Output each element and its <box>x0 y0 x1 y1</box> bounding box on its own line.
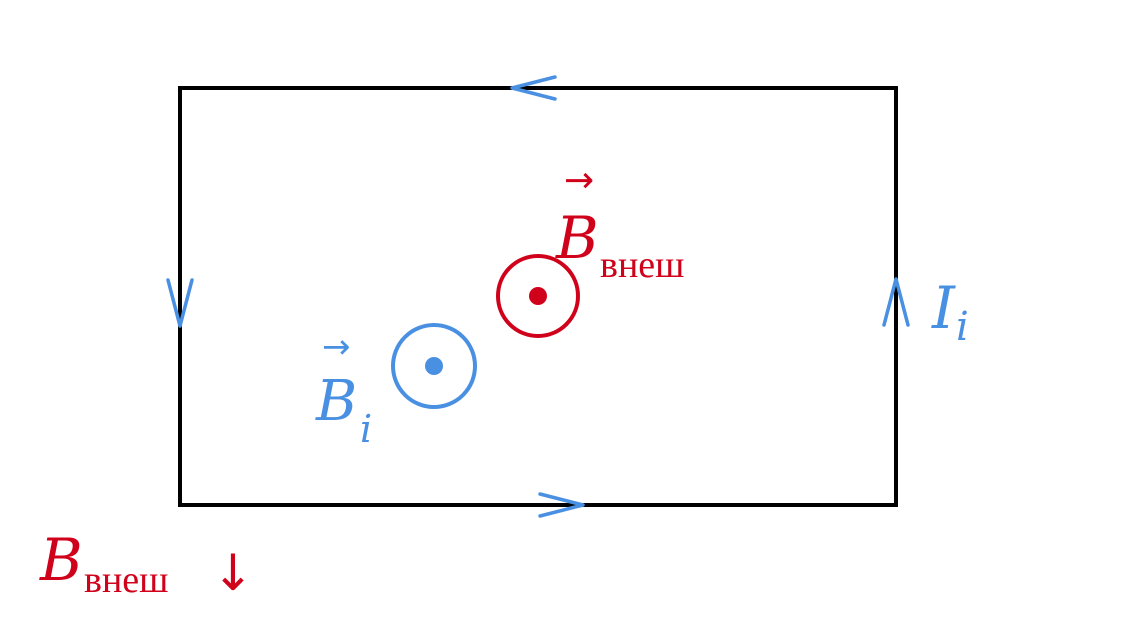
b-induced-vector-subscript: i <box>360 407 372 451</box>
b-induced-vector-symbol: B <box>315 369 357 434</box>
induced-current-label: I i <box>931 274 969 350</box>
b-ext-vector-subscript: внеш <box>600 244 684 286</box>
b-ext-decreasing-symbol: B <box>39 526 83 594</box>
b-ext-decreasing-subscript: внеш <box>84 559 168 601</box>
current-arrow-right-icon <box>882 277 910 327</box>
b-induced-vector-label: → B i <box>315 327 372 451</box>
b-ext-vector-arrow: → <box>564 160 594 201</box>
external-field-out-icon <box>496 254 580 338</box>
induced-current-subscript: i <box>956 304 969 350</box>
current-arrow-top-icon <box>510 75 557 101</box>
b-ext-vector-label: → B внеш <box>555 160 684 286</box>
b-ext-decreasing-label: B внеш ↓ <box>39 526 254 602</box>
current-arrow-bottom-icon <box>538 492 585 518</box>
b-induced-vector-arrow: → <box>322 327 351 367</box>
b-ext-vector-symbol: B <box>555 204 599 272</box>
current-direction-arrows <box>166 75 910 518</box>
conducting-loop <box>178 86 898 507</box>
induced-field-out-icon <box>391 323 477 409</box>
induced-current-symbol: I <box>931 274 956 342</box>
current-arrow-left-icon <box>166 278 194 328</box>
down-arrow-icon: ↓ <box>212 544 254 602</box>
